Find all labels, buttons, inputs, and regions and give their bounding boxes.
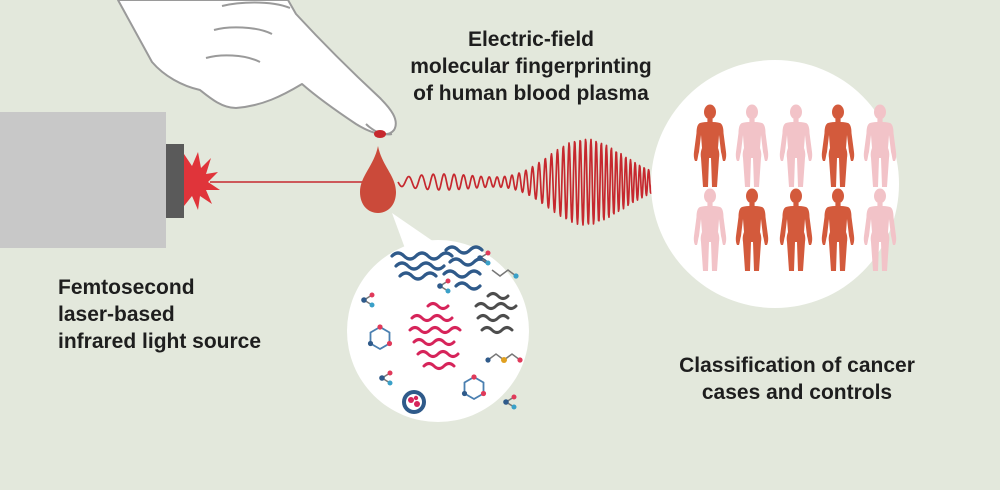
callout-pointer	[392, 213, 440, 262]
molecule-bubble	[347, 240, 529, 422]
laser-housing	[0, 112, 166, 248]
title-line: molecular fingerprinting	[410, 55, 652, 78]
title-line: of human blood plasma	[413, 82, 649, 105]
lipoprotein-icon	[402, 390, 426, 414]
classification-label: Classification of cancer cases and contr…	[662, 352, 932, 406]
chain-molecule-icon	[485, 353, 523, 363]
protein-gray-icon	[474, 292, 518, 334]
light-source-label: Femtosecond laser-based infrared light s…	[58, 274, 261, 355]
small-molecule-icon	[502, 393, 518, 411]
classification-line: cases and controls	[701, 381, 893, 404]
source-line: Femtosecond	[58, 276, 195, 299]
population-circle	[651, 60, 899, 308]
protein-blue-icon	[390, 245, 488, 291]
classification-line: Classification of cancer	[679, 354, 915, 377]
hand-icon	[117, 0, 397, 138]
laser-device	[0, 112, 220, 248]
laser-aperture	[166, 144, 184, 218]
blood-drop-icon	[360, 146, 396, 213]
source-line: infrared light source	[58, 330, 262, 353]
blood-drop-on-finger	[374, 130, 386, 138]
classification-panel	[651, 60, 899, 308]
laser-flash-icon	[184, 152, 220, 210]
electric-field-waveform	[397, 138, 653, 226]
chain-molecule-icon	[491, 269, 519, 279]
source-line: laser-based	[58, 303, 175, 326]
molecule-callout	[347, 213, 529, 422]
protein-pink-icon	[408, 302, 462, 370]
title-line: Electric-field	[467, 28, 595, 51]
title-label: Electric-field molecular fingerprinting …	[400, 26, 662, 107]
